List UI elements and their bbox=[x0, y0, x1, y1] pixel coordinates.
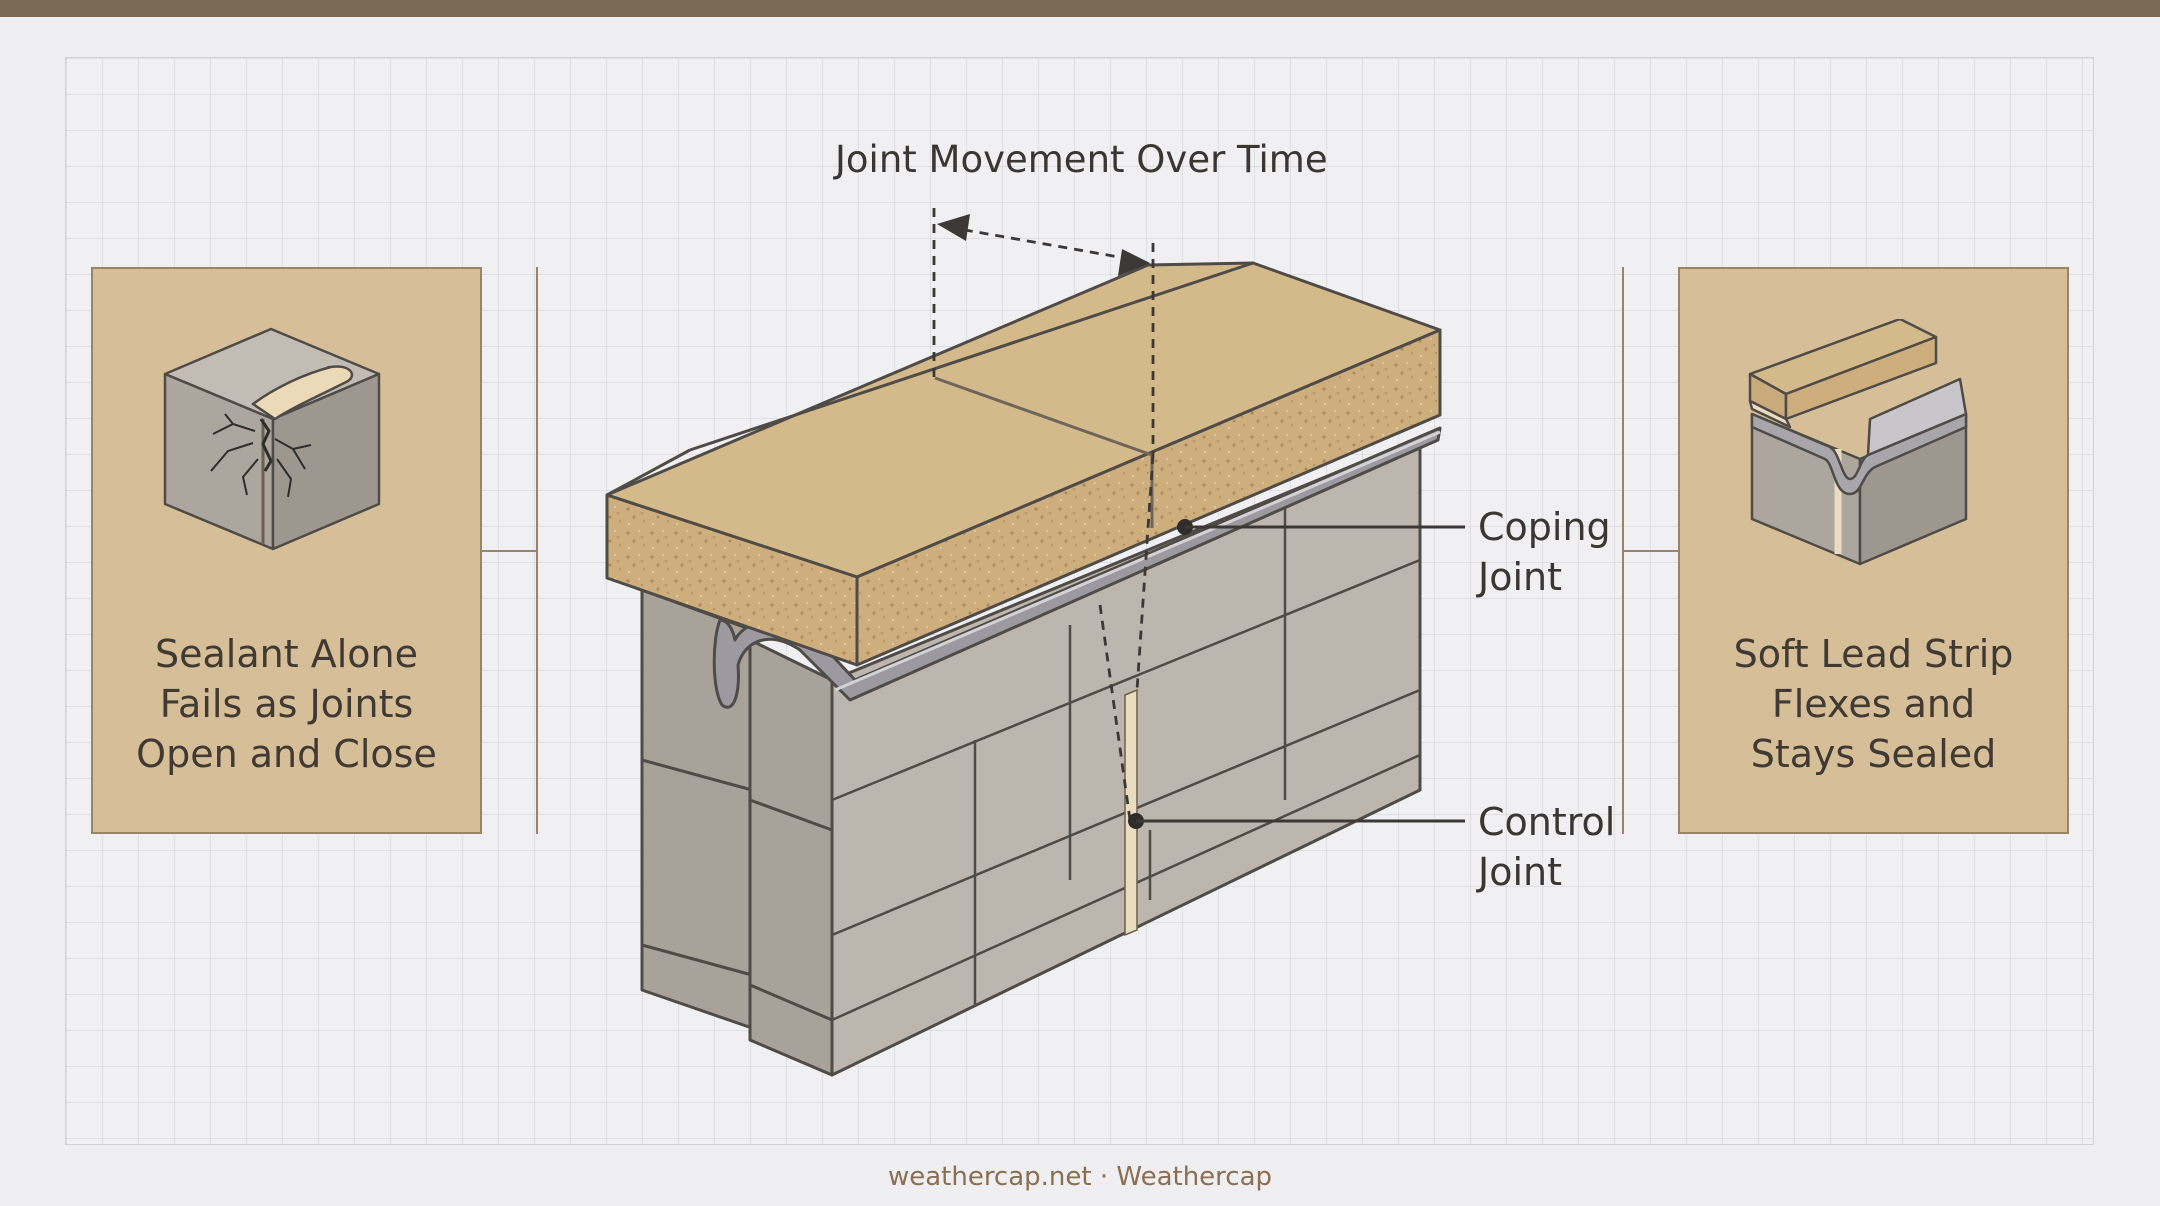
front-wall-end-face bbox=[748, 638, 834, 1077]
coping-joint-label-line2: Joint bbox=[1478, 555, 1562, 599]
control-joint bbox=[1124, 688, 1138, 937]
movement-arrowheads bbox=[937, 214, 1150, 276]
lead-strip-joint-icon bbox=[1748, 319, 1968, 566]
footer-credit: weathercap.net · Weathercap bbox=[887, 1162, 1273, 1192]
joint-movement-label: Joint Movement Over Time bbox=[835, 138, 1328, 181]
sealant-caption-line1: Sealant Alone bbox=[155, 632, 418, 676]
control-joint-label-line2: Joint bbox=[1478, 850, 1562, 894]
coping-joint-leader bbox=[1177, 519, 1465, 535]
top-accent-bar bbox=[0, 0, 2160, 17]
panel-connector-right bbox=[1622, 267, 1678, 834]
coping-joint-label-line1: Coping bbox=[1478, 505, 1611, 549]
coping-joint-callout: Coping Joint bbox=[1478, 502, 1611, 602]
lead-strip-caption: Soft Lead Strip Flexes and Stays Sealed bbox=[1680, 629, 2067, 779]
sealant-caption-line2: Fails as Joints bbox=[159, 682, 414, 726]
control-joint-leader bbox=[1128, 813, 1465, 829]
movement-dashed-guides bbox=[932, 208, 1155, 821]
sealant-caption-line3: Open and Close bbox=[136, 732, 437, 776]
control-joint-callout: Control Joint bbox=[1478, 797, 1615, 897]
control-joint-label-line1: Control bbox=[1478, 800, 1616, 844]
lead-caption-line3: Stays Sealed bbox=[1750, 732, 1997, 776]
coping-stone bbox=[605, 261, 1442, 667]
lead-caption-line1: Soft Lead Strip bbox=[1733, 632, 2014, 676]
panel-connector-left bbox=[482, 267, 538, 834]
cracked-sealant-joint-icon bbox=[163, 327, 381, 551]
lead-caption-line2: Flexes and bbox=[1771, 682, 1976, 726]
sealant-failure-panel: Sealant Alone Fails as Joints Open and C… bbox=[91, 267, 482, 834]
lead-strip-panel: Soft Lead Strip Flexes and Stays Sealed bbox=[1678, 267, 2069, 834]
sealant-failure-caption: Sealant Alone Fails as Joints Open and C… bbox=[93, 629, 480, 779]
lead-flashing-strip bbox=[712, 426, 1442, 709]
